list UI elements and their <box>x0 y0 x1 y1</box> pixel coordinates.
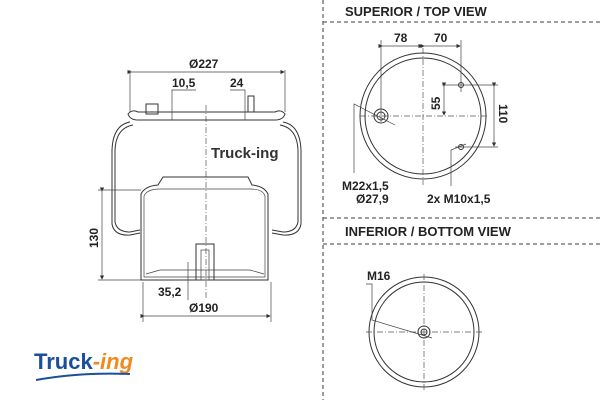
dim-height: 130 <box>87 228 101 248</box>
svg-text:Truck-ing: Truck-ing <box>34 349 134 374</box>
label-port-diameter: Ø27,9 <box>356 192 389 206</box>
label-studs: 2x M10x1,5 <box>427 192 491 206</box>
label-port-thread: M22x1,5 <box>342 179 389 193</box>
top-view-title: SUPERIOR / TOP VIEW <box>345 4 488 19</box>
dim-top-diameter: Ø227 <box>189 57 219 71</box>
dim-offset-left: 10,5 <box>172 76 196 90</box>
panel-borders <box>322 0 600 400</box>
dim-half: 55 <box>429 96 443 110</box>
bottom-view-title: INFERIOR / BOTTOM VIEW <box>345 224 512 239</box>
bottom-view: INFERIOR / BOTTOM VIEW M16 <box>345 224 512 390</box>
logo-swoosh <box>35 372 131 381</box>
dim-top-left: 78 <box>394 31 408 45</box>
dim-bottom-diameter: Ø190 <box>189 301 219 315</box>
side-view: Ø227 10,5 24 130 35,2 Ø190 Truck-ing <box>87 57 302 322</box>
label-bottom-thread: M16 <box>367 269 391 283</box>
dim-offset-right: 24 <box>230 76 244 90</box>
logo-suffix-text: -ing <box>93 349 134 374</box>
dim-spacing: 110 <box>496 104 510 124</box>
dim-bottom-stud: 35,2 <box>158 285 182 299</box>
dim-top-right: 70 <box>434 31 448 45</box>
logo-main-text: Truck <box>34 349 93 374</box>
watermark-text: Truck-ing <box>211 145 279 162</box>
brand-logo: Truck-ing <box>34 349 134 381</box>
top-view: SUPERIOR / TOP VIEW 78 70 55 110 M22x1,5… <box>342 4 510 206</box>
